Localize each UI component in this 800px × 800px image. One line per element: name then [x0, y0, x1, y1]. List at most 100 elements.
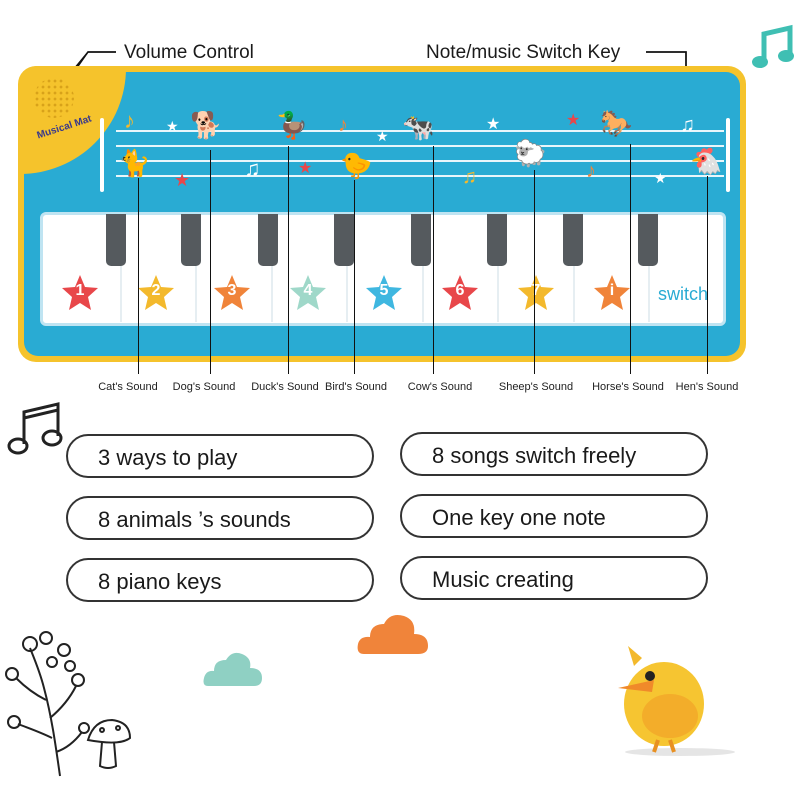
horse-icon[interactable]: 🐎 — [600, 108, 633, 138]
star-icon: ★ — [566, 112, 581, 129]
key-number: 7 — [531, 282, 541, 299]
black-key[interactable] — [181, 214, 201, 266]
feature-pill: 3 ways to play — [66, 434, 374, 478]
key-divider — [497, 214, 499, 322]
key-divider — [346, 214, 348, 322]
leader-line — [138, 178, 139, 374]
sound-label-bird: Bird's Sound — [324, 381, 388, 393]
music-note-icon: ♫ — [680, 114, 695, 136]
sound-label-cow: Cow's Sound — [407, 381, 473, 393]
feature-text: One key one note — [432, 505, 606, 530]
callout-leader-lines — [75, 51, 687, 66]
bird-icon[interactable]: 🐤 — [340, 150, 373, 180]
leader-line — [210, 150, 211, 374]
chick-icon — [610, 640, 750, 765]
staff-line — [116, 160, 724, 162]
music-note-icon — [6, 400, 68, 467]
key-divider — [120, 214, 122, 322]
piano-key-6[interactable]: 6 — [440, 273, 480, 313]
leader-line — [630, 144, 631, 374]
piano-key-3[interactable]: 3 — [212, 273, 252, 313]
leader-line — [288, 146, 289, 374]
sound-label-dog: Dog's Sound — [172, 381, 236, 393]
music-note-icon — [750, 24, 798, 79]
key-number: 4 — [303, 282, 313, 299]
star-icon: ★ — [376, 128, 389, 144]
key-number: 1 — [75, 282, 85, 299]
cat-icon[interactable]: 🐈 — [118, 148, 151, 178]
music-note-icon: ♫ — [244, 156, 261, 181]
star-icon: ★ — [174, 170, 191, 190]
key-divider — [195, 214, 197, 322]
sound-label-hen: Hen's Sound — [675, 381, 739, 393]
music-note-icon: ♪ — [338, 114, 348, 136]
piano-key-7[interactable]: 7 — [516, 273, 556, 313]
feature-pill: 8 animals ’s sounds — [66, 496, 374, 540]
piano-key-2[interactable]: 2 — [136, 273, 176, 313]
sound-label-cat: Cat's Sound — [98, 381, 158, 393]
star-icon: ★ — [298, 160, 313, 177]
black-key[interactable] — [334, 214, 354, 266]
leader-line — [354, 180, 355, 374]
feature-text: 8 animals ’s sounds — [98, 507, 291, 532]
black-key[interactable] — [258, 214, 278, 266]
sound-label-horse: Horse's Sound — [592, 381, 664, 393]
black-key[interactable] — [411, 214, 431, 266]
feature-text: 8 songs switch freely — [432, 443, 637, 468]
cloud-icon — [356, 610, 432, 661]
feature-pill: 8 piano keys — [66, 558, 374, 602]
plant-icon — [0, 628, 90, 783]
music-note-icon: ♫ — [462, 166, 477, 188]
key-number: 6 — [455, 282, 465, 299]
leader-line — [433, 146, 434, 374]
volume-control-callout — [0, 0, 800, 66]
key-divider — [648, 214, 650, 322]
key-number: i — [609, 282, 615, 299]
staff-bar-left — [100, 118, 104, 192]
music-note-icon: ♪ — [586, 160, 596, 182]
cloud-icon — [202, 648, 264, 693]
key-divider — [422, 214, 424, 322]
hen-icon[interactable]: 🐔 — [690, 146, 723, 176]
piano-key-5[interactable]: 5 — [364, 273, 404, 313]
cow-icon[interactable]: 🐄 — [402, 112, 435, 142]
black-key[interactable] — [638, 214, 658, 266]
leader-line — [534, 170, 535, 374]
key-divider — [573, 214, 575, 322]
sheep-icon[interactable]: 🐑 — [514, 138, 547, 168]
staff-bar-right — [726, 118, 730, 192]
key-number: 2 — [151, 282, 161, 299]
staff-line — [116, 130, 724, 132]
switch-key[interactable]: switch — [658, 284, 709, 304]
speaker-grille-icon — [34, 78, 74, 118]
star-icon: ★ — [166, 118, 179, 134]
music-note-icon: ♪ — [124, 108, 135, 133]
mushroom-icon — [84, 716, 134, 777]
black-key[interactable] — [487, 214, 507, 266]
star-icon: ★ — [654, 170, 667, 186]
feature-text: Music creating — [432, 567, 574, 592]
feature-pill: One key one note — [400, 494, 708, 538]
staff-line — [116, 175, 724, 177]
key-number: 3 — [227, 282, 237, 299]
duck-icon[interactable]: 🦆 — [276, 110, 309, 140]
staff-line — [116, 145, 724, 147]
sound-label-sheep: Sheep's Sound — [498, 381, 574, 393]
feature-pill: 8 songs switch freely — [400, 432, 708, 476]
feature-pill: Music creating — [400, 556, 708, 600]
key-number: 5 — [379, 282, 389, 299]
feature-text: 3 ways to play — [98, 445, 238, 470]
volume-control-label: Volume Control — [124, 42, 254, 63]
switch-key-label: Note/music Switch Key — [426, 42, 621, 63]
leader-line — [707, 176, 708, 374]
piano-key-1[interactable]: 1 — [60, 273, 100, 313]
black-key[interactable] — [563, 214, 583, 266]
black-key[interactable] — [106, 214, 126, 266]
dog-icon[interactable]: 🐕 — [190, 110, 223, 140]
key-divider — [271, 214, 273, 322]
sound-label-duck: Duck's Sound — [251, 381, 319, 393]
feature-text: 8 piano keys — [98, 569, 222, 594]
piano-key-4[interactable]: 4 — [288, 273, 328, 313]
piano-keyboard — [40, 212, 726, 326]
piano-key-8[interactable]: i — [592, 273, 632, 313]
